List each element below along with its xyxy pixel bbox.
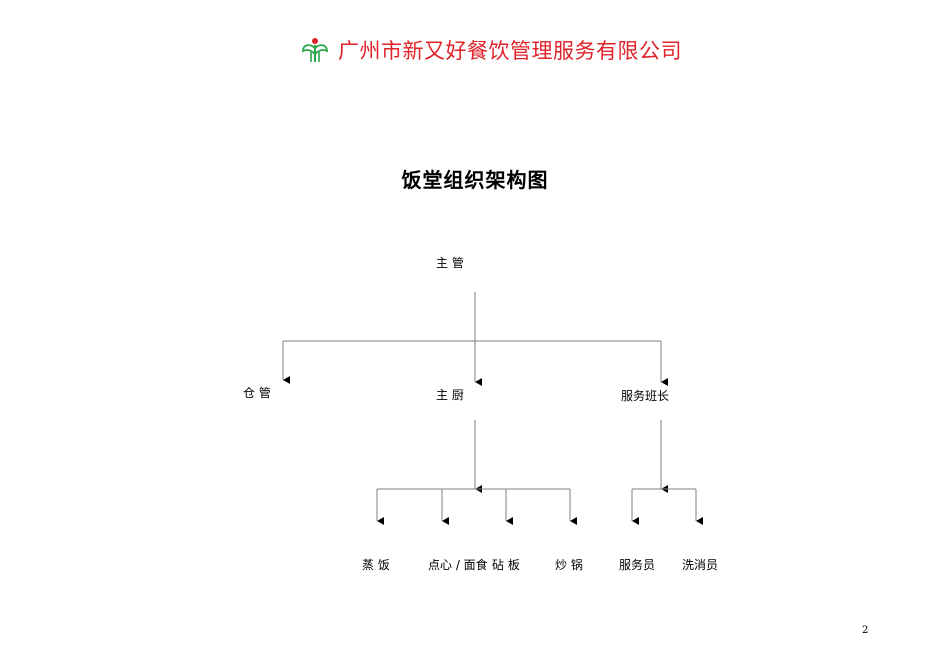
node-steamed-rice: 蒸 饭 [362,558,390,572]
page-number: 2 [862,625,869,636]
node-supervisor: 主 管 [436,256,464,270]
node-head-chef: 主 厨 [436,388,464,402]
company-logo-icon [302,38,328,62]
document-header: 广州市新又好餐饮管理服务有限公司 [300,34,682,66]
document-title: 饭堂组织架构图 [401,168,549,192]
node-cleaner: 洗消员 [682,558,719,572]
node-chopping: 砧 板 [492,558,520,572]
node-server: 服务员 [619,558,656,572]
node-wok: 炒 锅 [555,558,583,572]
node-warehouse: 仓 管 [243,386,271,400]
node-service-lead: 服务班长 [621,389,670,403]
node-pastry: 点心 / 面食 [428,558,488,572]
company-name: 广州市新又好餐饮管理服务有限公司 [338,39,682,63]
